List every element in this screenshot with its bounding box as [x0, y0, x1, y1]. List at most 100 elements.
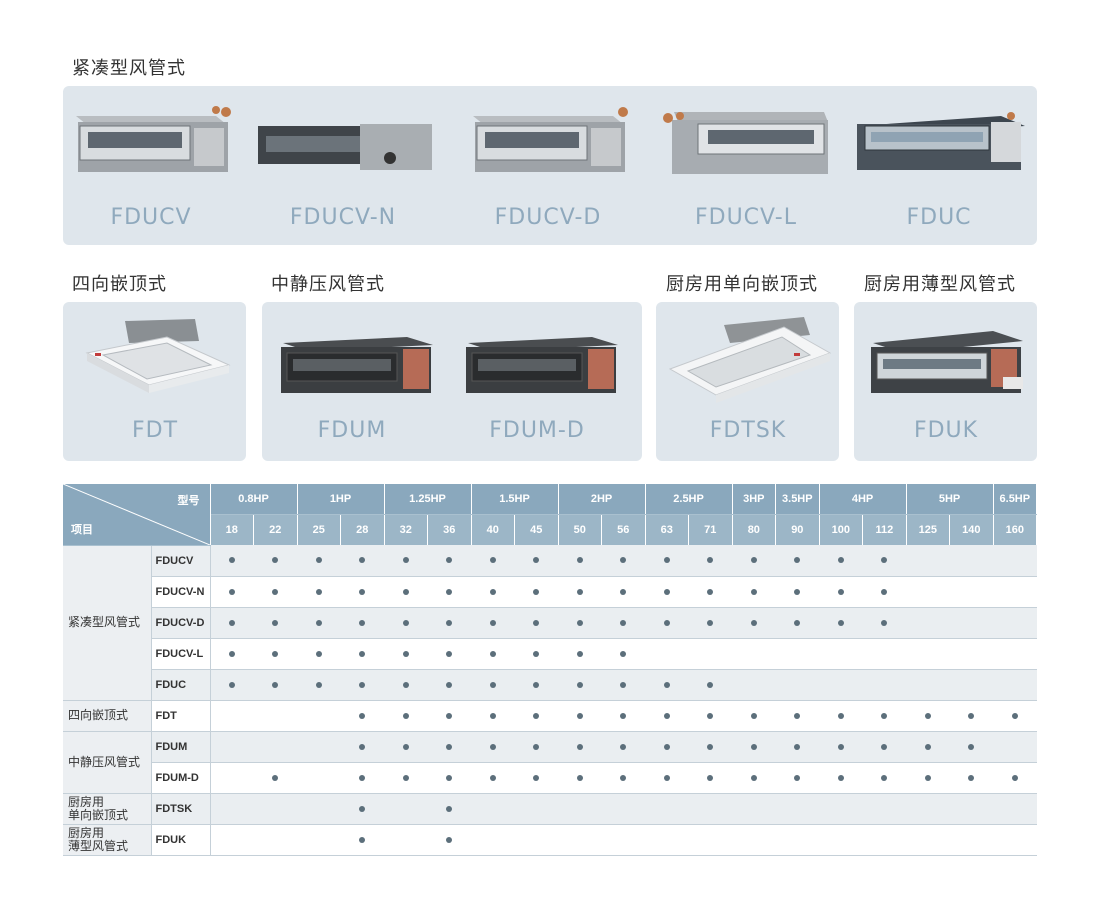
model-cell: FDUK	[151, 824, 211, 856]
availability-cell	[384, 638, 428, 670]
availability-dot	[402, 650, 409, 657]
availability-cell	[993, 607, 1037, 639]
availability-cell	[340, 700, 385, 732]
availability-cell	[688, 762, 733, 794]
availability-cell	[471, 731, 515, 763]
product-card-fduc[interactable]: FDUC	[849, 94, 1029, 244]
availability-cell	[819, 824, 863, 856]
availability-cell	[471, 638, 515, 670]
availability-cell	[862, 607, 907, 639]
availability-cell	[427, 824, 472, 856]
availability-dot	[402, 712, 409, 719]
availability-cell	[775, 731, 820, 763]
kitchen-single-panel: FDTSK	[656, 302, 839, 461]
availability-dot	[750, 712, 757, 719]
availability-cell	[427, 545, 472, 577]
availability-cell	[949, 576, 994, 608]
availability-cell	[775, 793, 820, 825]
product-card-fducv-l[interactable]: FDUCV-L	[656, 94, 836, 244]
availability-cell	[949, 669, 994, 701]
availability-dot	[272, 619, 279, 626]
availability-cell	[471, 824, 515, 856]
availability-dot	[576, 619, 583, 626]
availability-cell	[601, 762, 646, 794]
availability-dot	[924, 743, 931, 750]
availability-cell	[645, 824, 689, 856]
availability-cell	[775, 545, 820, 577]
model-label-fducv-l: FDUCV-L	[694, 205, 797, 230]
model-label-fdt: FDT	[131, 418, 179, 443]
availability-dot	[663, 743, 670, 750]
availability-dot	[315, 557, 322, 564]
availability-cell	[210, 762, 254, 794]
product-card-fdum[interactable]: FDUM	[262, 307, 442, 457]
availability-cell	[253, 607, 298, 639]
product-card-fducv[interactable]: FDUCV	[61, 94, 241, 244]
availability-dot	[489, 712, 496, 719]
availability-cell	[601, 607, 646, 639]
availability-dot	[489, 557, 496, 564]
capacity-header: 40	[471, 514, 516, 545]
hp-group-header: 6.5HP	[993, 484, 1038, 515]
product-card-fduk[interactable]: FDUK	[856, 307, 1036, 457]
availability-cell	[732, 638, 776, 670]
availability-dot	[794, 588, 801, 595]
availability-dot	[315, 588, 322, 595]
product-card-fdtsk[interactable]: FDTSK	[658, 307, 838, 457]
hp-group-header: 3.5HP	[775, 484, 820, 515]
availability-cell	[340, 762, 385, 794]
availability-cell	[384, 824, 428, 856]
availability-cell	[297, 607, 341, 639]
availability-cell	[862, 793, 907, 825]
availability-cell	[210, 638, 254, 670]
product-card-fducv-d[interactable]: FDUCV-D	[458, 94, 638, 244]
product-card-fducv-n[interactable]: FDUCV-N	[253, 94, 433, 244]
availability-dot	[837, 557, 844, 564]
availability-dot	[229, 681, 235, 688]
corner-label-model: 型号	[177, 495, 200, 507]
model-cell: FDUM	[151, 731, 211, 763]
availability-cell	[210, 824, 254, 856]
availability-dot	[402, 619, 409, 626]
availability-cell	[645, 576, 689, 608]
availability-cell	[688, 731, 733, 763]
availability-cell	[645, 669, 689, 701]
availability-cell	[819, 762, 863, 794]
availability-cell	[645, 545, 689, 577]
capacity-header: 125	[906, 514, 951, 545]
availability-cell	[297, 700, 341, 732]
model-cell: FDUCV-N	[151, 576, 211, 608]
availability-cell	[645, 700, 689, 732]
availability-cell	[645, 731, 689, 763]
availability-cell	[297, 824, 341, 856]
availability-cell	[514, 576, 559, 608]
availability-cell	[819, 700, 863, 732]
availability-cell	[427, 731, 472, 763]
product-card-fdum-d[interactable]: FDUM-D	[447, 307, 627, 457]
availability-cell	[340, 545, 385, 577]
corner-label-item: 项目	[71, 523, 93, 536]
availability-cell	[862, 731, 907, 763]
availability-dot	[533, 712, 540, 719]
availability-cell	[210, 669, 254, 701]
availability-dot	[881, 712, 888, 719]
availability-cell	[471, 545, 515, 577]
availability-dot	[229, 588, 235, 595]
hp-group-header: 1.5HP	[471, 484, 559, 515]
availability-cell	[993, 793, 1037, 825]
availability-cell	[993, 731, 1037, 763]
fdum-unit-image	[281, 337, 433, 393]
availability-dot	[272, 650, 279, 657]
availability-cell	[253, 793, 298, 825]
availability-dot	[359, 712, 366, 719]
availability-dot	[837, 712, 844, 719]
availability-cell	[340, 793, 385, 825]
product-card-fdt[interactable]: FDT	[65, 307, 245, 457]
availability-dot	[620, 557, 627, 564]
availability-cell	[340, 576, 385, 608]
availability-cell	[210, 607, 254, 639]
